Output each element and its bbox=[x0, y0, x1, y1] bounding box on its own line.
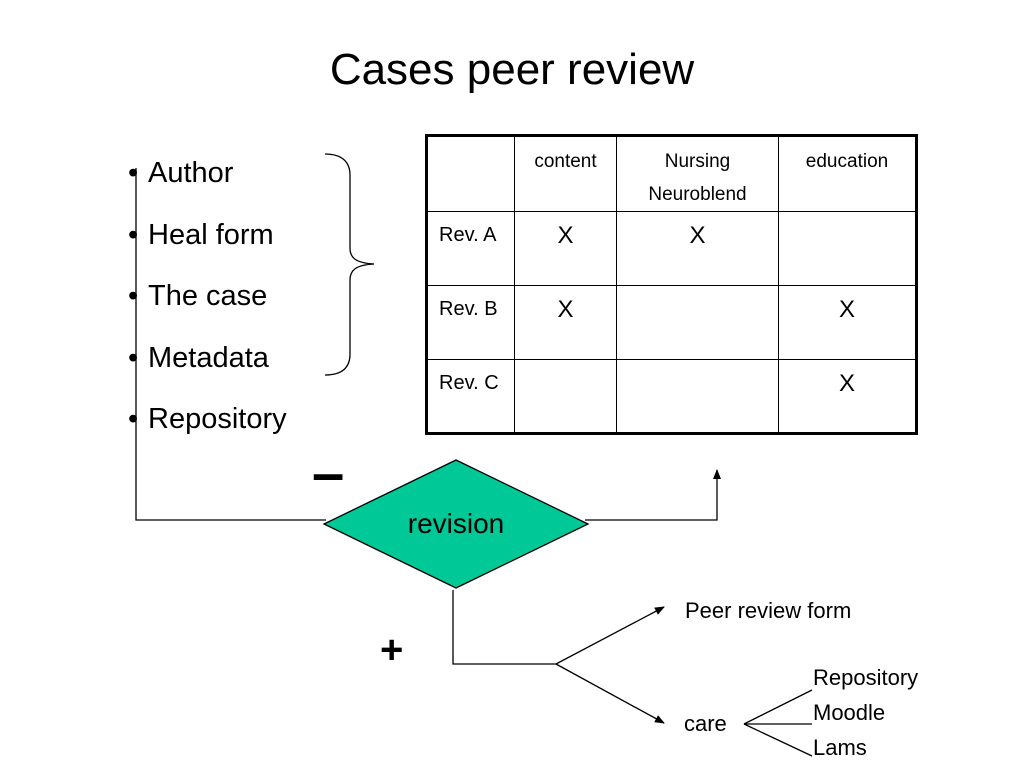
table-cell: X bbox=[778, 285, 917, 360]
arrow-to-care bbox=[555, 663, 665, 724]
bullet-item: • Metadata bbox=[128, 328, 287, 390]
bullet-list: • Author • Heal form • The case • Metadata •… bbox=[128, 143, 287, 451]
feedback-line-left bbox=[135, 168, 326, 521]
minus-sign: – bbox=[312, 441, 345, 506]
arrow-to-table bbox=[585, 469, 721, 521]
table-row: Rev. A X X bbox=[426, 211, 917, 286]
revision-decision-diamond bbox=[322, 459, 590, 589]
care-item-moodle: Moodle bbox=[813, 700, 886, 725]
care-link-lams bbox=[743, 723, 813, 757]
review-table: content Nursing Neuroblend education Rev… bbox=[425, 134, 918, 435]
care-link-repository bbox=[743, 689, 813, 725]
table-cell bbox=[616, 359, 779, 434]
table-row: Rev. C X bbox=[426, 359, 917, 434]
slide-title: Cases peer review bbox=[329, 45, 695, 94]
bullet-dot: • bbox=[128, 280, 139, 312]
line-to-branch bbox=[452, 590, 556, 665]
bullet-item: • Author bbox=[128, 143, 287, 205]
table-cell bbox=[616, 285, 779, 360]
table-cell: X bbox=[616, 211, 779, 286]
bullet-item: • Repository bbox=[128, 389, 287, 451]
bullet-text: Metadata bbox=[148, 341, 269, 374]
bullet-text: Heal form bbox=[148, 218, 274, 251]
care-label: care bbox=[684, 711, 727, 736]
table-cell: X bbox=[778, 359, 917, 434]
bullet-text: Author bbox=[148, 157, 234, 189]
table-cell: X bbox=[514, 285, 617, 360]
care-item-repository: Repository bbox=[813, 665, 919, 690]
bullet-dot: • bbox=[128, 157, 139, 189]
row-label: Rev. A bbox=[426, 211, 515, 286]
peer-review-form-label: Peer review form bbox=[685, 598, 852, 623]
bullet-item: • Heal form bbox=[128, 205, 287, 267]
table-header-cell: Nursing Neuroblend bbox=[616, 135, 779, 212]
row-label: Rev. C bbox=[426, 359, 515, 434]
care-item-lams: Lams bbox=[813, 735, 867, 760]
arrow-to-peer-review-form bbox=[555, 606, 665, 665]
table-cell: X bbox=[514, 211, 617, 286]
bullet-text: Repository bbox=[148, 403, 287, 435]
bullet-text: The case bbox=[148, 280, 268, 312]
table-header-row: content Nursing Neuroblend education bbox=[426, 135, 917, 212]
table-header-cell: content bbox=[514, 135, 617, 212]
table-header-cell: education bbox=[778, 135, 917, 212]
plus-sign: + bbox=[380, 628, 404, 672]
revision-label: revision bbox=[407, 508, 505, 539]
bullet-dot: • bbox=[128, 218, 139, 251]
bullet-item: • The case bbox=[128, 266, 287, 328]
table-cell bbox=[778, 211, 917, 286]
right-brace bbox=[324, 153, 375, 376]
table-row: Rev. B X X bbox=[426, 285, 917, 360]
bullet-dot: • bbox=[128, 403, 139, 435]
bullet-dot: • bbox=[128, 341, 139, 374]
